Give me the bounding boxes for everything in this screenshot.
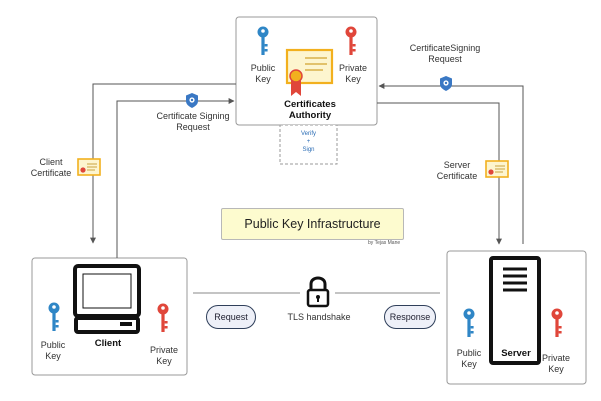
response-pill: Response <box>384 305 436 329</box>
ca-private-key-label: Private Key <box>338 63 367 84</box>
client-public-key-label: Public Key <box>40 340 66 361</box>
server-csr-badge-icon <box>440 76 452 91</box>
client-csr-label: Certificate Signing Request <box>156 111 230 132</box>
pki-title: Public Key Infrastructure <box>221 208 404 240</box>
server-icon <box>489 256 541 365</box>
request-pill: Request <box>206 305 256 329</box>
client-certificate-arrow <box>90 83 236 244</box>
client-certificate-icon <box>77 158 101 176</box>
server-certificate-label: Server Certificate <box>436 160 478 181</box>
lock-icon <box>306 276 330 308</box>
computer-icon <box>73 264 141 334</box>
server-certificate-icon <box>485 160 509 178</box>
server-certificate-arrow <box>377 102 502 245</box>
server-title: Server <box>501 348 531 359</box>
author-credit: by Tejas Mane <box>368 240 401 246</box>
client-private-key-label: Private Key <box>149 345 178 366</box>
tls-handshake-label: TLS handshake <box>287 312 351 322</box>
ca-title: Certificates Authority <box>284 99 336 121</box>
server-private-key-label: Private Key <box>541 353 570 374</box>
client-csr-badge-icon <box>186 93 198 108</box>
server-csr-arrow <box>378 83 524 244</box>
verify-box <box>279 124 338 165</box>
server-public-key-label: Public Key <box>456 348 482 369</box>
ca-certificate-icon <box>285 48 334 96</box>
verify-sign-label: Verify + Sign <box>300 131 316 153</box>
server-csr-label: CertificateSigning Request <box>409 43 481 64</box>
ca-public-key-label: Public Key <box>250 63 276 84</box>
client-title: Client <box>94 338 122 349</box>
client-certificate-label: Client Certificate <box>30 157 72 178</box>
